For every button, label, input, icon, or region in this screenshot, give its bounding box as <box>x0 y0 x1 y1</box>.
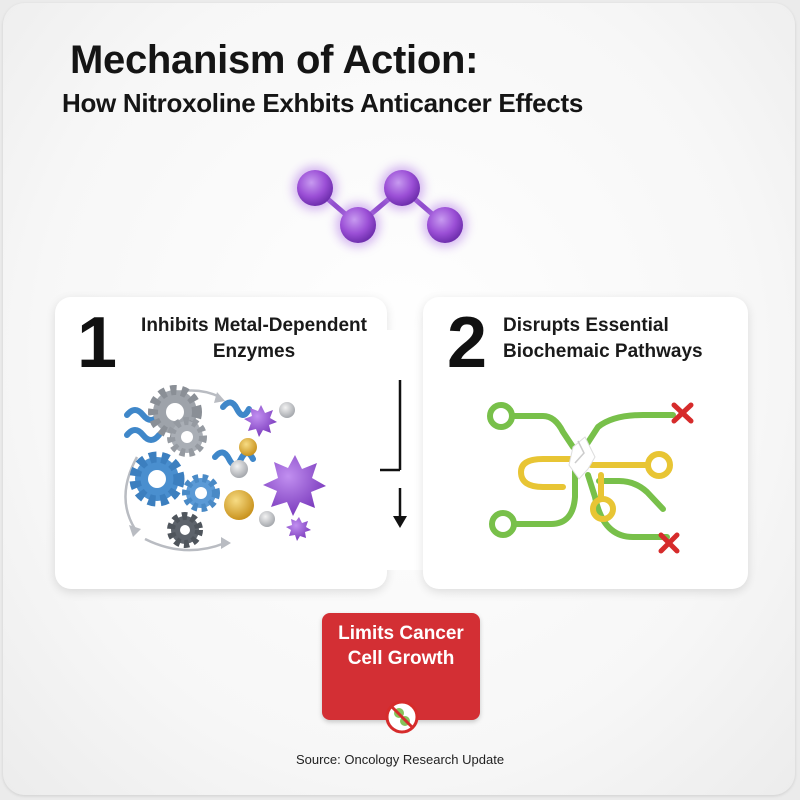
broken-link-icon <box>568 436 596 480</box>
gear-icon <box>167 512 203 548</box>
step-1-number: 1 <box>77 303 118 383</box>
blocked-x-icon <box>658 532 680 554</box>
enzyme-inhibition-illustration <box>124 385 326 552</box>
result-box: Limits Cancer Cell Growth <box>322 613 480 720</box>
step-1-panel: 1 Inhibits Metal-Dependent Enzymes <box>55 297 387 589</box>
gear-icon <box>129 451 220 512</box>
molecule-icon <box>293 166 467 247</box>
blocked-x-icon <box>671 402 694 424</box>
step-1-label: Inhibits Metal-Dependent Enzymes <box>141 315 367 362</box>
page-subtitle: How Nitroxoline Exhbits Anticancer Effec… <box>62 88 583 118</box>
step-2-label: Disrupts Essential Biochemaic Pathways <box>503 315 703 362</box>
arrow-down-icon <box>393 516 407 528</box>
virus-icon <box>244 405 326 541</box>
metal-ion-icon <box>224 402 295 527</box>
gear-icon <box>148 385 207 457</box>
page-title: Mechanism of Action: <box>70 38 479 82</box>
pathway-network-icon <box>487 402 676 540</box>
source-citation: Source: Oncology Research Update <box>295 752 505 767</box>
step-2-number: 2 <box>447 303 488 383</box>
flow-connector <box>380 330 468 570</box>
no-cancer-cell-icon <box>385 700 419 734</box>
step-2-panel: 2 Disrupts Essential Biochemaic Pathways <box>423 297 748 589</box>
pathway-disruption-illustration <box>487 402 694 554</box>
result-label: Limits Cancer Cell Growth <box>338 623 464 669</box>
